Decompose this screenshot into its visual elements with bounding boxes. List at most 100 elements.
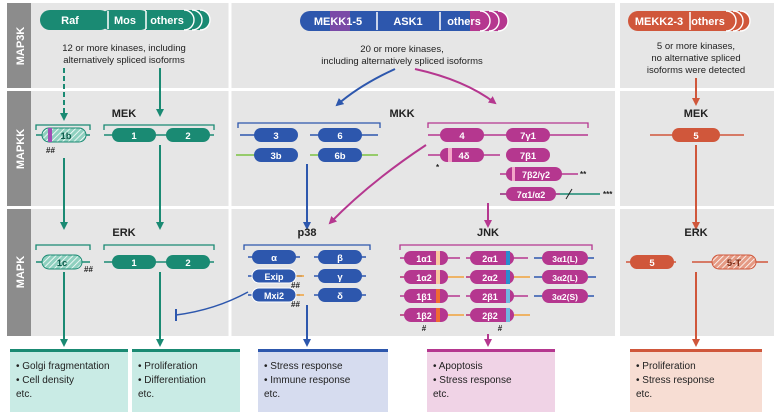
map3k-p38jnk-pills: MEKK1-5 ASK1 others bbox=[300, 10, 509, 32]
outcome-2-line1: • Proliferation bbox=[138, 361, 198, 372]
pill-others-p38jnk: others bbox=[447, 16, 481, 28]
row-label-mapkk: MAPKK bbox=[15, 129, 27, 169]
mapkk-p38-group: 3 6 3b 6b bbox=[236, 122, 381, 162]
outcome-5-line3: etc. bbox=[636, 389, 652, 400]
mek-2: 2 bbox=[185, 131, 190, 142]
arrows-map3k-mapkk bbox=[60, 68, 700, 121]
mapkk-mkk-title: MKK bbox=[389, 108, 414, 120]
jnk-2b1: 2β1 bbox=[482, 292, 498, 302]
mkk-4: 4 bbox=[459, 131, 465, 142]
mapkk-erk5-title: MEK bbox=[684, 108, 709, 120]
jnk-2a2: 2α2 bbox=[482, 273, 498, 283]
mapk-jnk-group: 1α1 2α1 3α1(L) 1α2 2α2 3α2(L) 1β1 2β1 3α… bbox=[399, 244, 596, 333]
outcome-5-line2: • Stress response bbox=[636, 375, 715, 386]
jnk-1a1: 1α1 bbox=[416, 254, 432, 264]
erk-1: 1 bbox=[131, 258, 137, 269]
p38-exip-mark: ## bbox=[291, 281, 300, 290]
erk-1c-mark: ## bbox=[84, 265, 93, 274]
outcome-4-line3: etc. bbox=[433, 389, 449, 400]
map3k-erk-note-line2: alternatively spliced isoforms bbox=[63, 55, 185, 66]
p38-delta: δ bbox=[337, 291, 343, 302]
p38-mxi2-mark: ## bbox=[291, 300, 300, 309]
p38-gamma: γ bbox=[337, 272, 343, 283]
pill-mekk2-3: MEKK2-3 bbox=[635, 16, 683, 28]
outcome-4-line1: • Apoptosis bbox=[433, 361, 483, 372]
map3k-erk-pills: Raf Mos others bbox=[40, 9, 211, 31]
pill-raf: Raf bbox=[61, 15, 79, 27]
mkk-7a1a2: 7α1/α2 bbox=[517, 190, 546, 200]
erk-5-t: 5-T bbox=[727, 258, 741, 269]
inhibition-mxi2-erk bbox=[175, 291, 249, 321]
arrows-mapk-outcomes bbox=[60, 272, 700, 347]
mkk-3: 3 bbox=[273, 131, 278, 142]
mark-single-star: * bbox=[436, 163, 440, 172]
mapk-erk-title: ERK bbox=[112, 227, 135, 239]
outcome-box-4: • Apoptosis • Stress response etc. bbox=[427, 349, 555, 412]
pill-others-erk: others bbox=[150, 15, 184, 27]
outcome-1-line3: etc. bbox=[16, 389, 32, 400]
mapk-erk5-title: ERK bbox=[684, 227, 707, 239]
mkk-3b: 3b bbox=[270, 151, 281, 162]
jnk-2b2: 2β2 bbox=[482, 311, 498, 321]
outcome-1-line2: • Cell density bbox=[16, 375, 74, 386]
map3k-erk5-pills: MEKK2-3 others bbox=[628, 10, 751, 32]
mapk-p38-group: α β Exip γ Mxi2 δ ## ## bbox=[243, 244, 371, 309]
mek-1: 1 bbox=[131, 131, 137, 142]
outcome-4-line2: • Stress response bbox=[433, 375, 512, 386]
mark-double-star: ** bbox=[580, 170, 587, 179]
mkk-6: 6 bbox=[337, 131, 342, 142]
map3k-p38jnk-note-line1: 20 or more kinases, bbox=[360, 44, 443, 55]
map3k-erk5-note-line1: 5 or more kinases, bbox=[657, 41, 735, 52]
jnk-1a2: 1α2 bbox=[416, 273, 432, 283]
mapkk-erk-group: 1b 1 2 ## bbox=[35, 124, 215, 155]
jnk-3a2s: 3α2(S) bbox=[552, 292, 578, 302]
outcome-box-1: • Golgi fragmentation • Cell density etc… bbox=[10, 349, 128, 412]
jnk-1b2: 1β2 bbox=[416, 311, 432, 321]
mkk-6b: 6b bbox=[334, 151, 345, 162]
p38-exip: Exip bbox=[264, 272, 284, 282]
outcome-1-line1: • Golgi fragmentation bbox=[16, 361, 110, 372]
map3k-erk5-note-line3: isoforms were detected bbox=[647, 65, 745, 76]
row-label-map3k: MAP3K bbox=[15, 27, 27, 66]
mapk-erk5-group: 5 5-T bbox=[626, 254, 768, 270]
mkk-7g1: 7γ1 bbox=[520, 131, 537, 142]
jnk-1b1: 1β1 bbox=[416, 292, 432, 302]
pill-mekk1-5: MEKK1-5 bbox=[314, 16, 362, 28]
jnk-1b2-mark: # bbox=[422, 324, 427, 333]
mkk-4d: 4δ bbox=[458, 151, 469, 162]
map3k-p38jnk-note-line2: including alternatively spliced isoforms bbox=[321, 56, 483, 67]
outcome-3-line1: • Stress response bbox=[264, 361, 343, 372]
outcome-5-line1: • Proliferation bbox=[636, 361, 696, 372]
mkk-7b1: 7β1 bbox=[520, 151, 537, 162]
outcome-3-line3: etc. bbox=[264, 389, 280, 400]
mapk-jnk-title: JNK bbox=[477, 227, 499, 239]
jnk-2b2-mark: # bbox=[498, 324, 503, 333]
mek-5: 5 bbox=[693, 131, 699, 142]
arrows-mapkk-mapk bbox=[60, 144, 700, 230]
outcome-2-line3: etc. bbox=[138, 389, 154, 400]
p38-mxi2: Mxi2 bbox=[264, 291, 284, 301]
mek-1b: 1b bbox=[60, 131, 71, 142]
outcome-box-3: • Stress response • Immune response etc. bbox=[258, 349, 388, 412]
mapkk-erk-title: MEK bbox=[112, 108, 137, 120]
outcome-box-2: • Proliferation • Differentiation etc. bbox=[132, 349, 240, 412]
mapkk-jnk-group: 4 7γ1 4δ 7β1 7β2/γ2 7α1/α2 ** *** * bbox=[427, 122, 613, 201]
jnk-2a1: 2α1 bbox=[482, 254, 498, 264]
erk-2: 2 bbox=[185, 258, 190, 269]
jnk-3a2l: 3α2(L) bbox=[552, 273, 578, 283]
map3k-erk5-note-line2: no alternative spliced bbox=[651, 53, 740, 64]
mek-1b-mark: ## bbox=[46, 146, 55, 155]
jnk-3a1l: 3α1(L) bbox=[552, 254, 578, 264]
pill-mos: Mos bbox=[114, 15, 136, 27]
pill-ask1: ASK1 bbox=[393, 16, 422, 28]
row-label-mapk: MAPK bbox=[15, 256, 27, 288]
mark-triple-star: *** bbox=[603, 190, 613, 199]
mkk-7b2g2: 7β2/γ2 bbox=[522, 170, 550, 180]
erk-1c: 1c bbox=[57, 258, 68, 269]
outcome-3-line2: • Immune response bbox=[264, 375, 351, 386]
p38-alpha: α bbox=[271, 253, 277, 264]
mapk-p38-title: p38 bbox=[298, 227, 317, 239]
mapk-erk-group: 1c 1 2 ## bbox=[35, 244, 215, 274]
